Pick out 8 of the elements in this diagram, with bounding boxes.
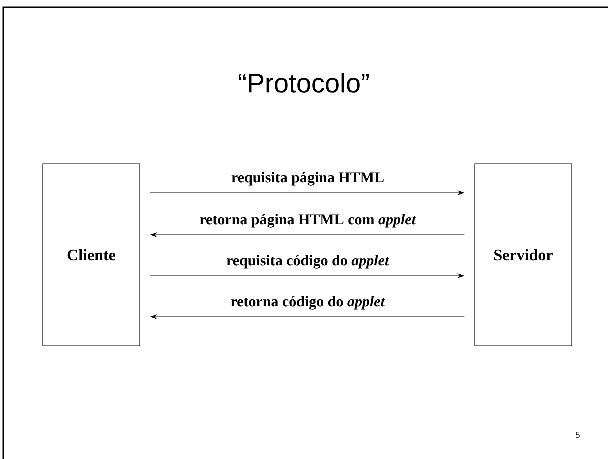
slide-title: “Protocolo” [238,73,370,93]
page-number: 5 [576,432,580,438]
edge-label: requisita código do applet [226,254,391,270]
edge-label: requisita página HTML [230,171,386,187]
entity-box: Servidor [474,164,572,346]
edge-label: retorna código do applet [230,295,386,311]
entity-box: Cliente [42,164,140,346]
edge-label: retorna página HTML com applet [198,213,418,229]
